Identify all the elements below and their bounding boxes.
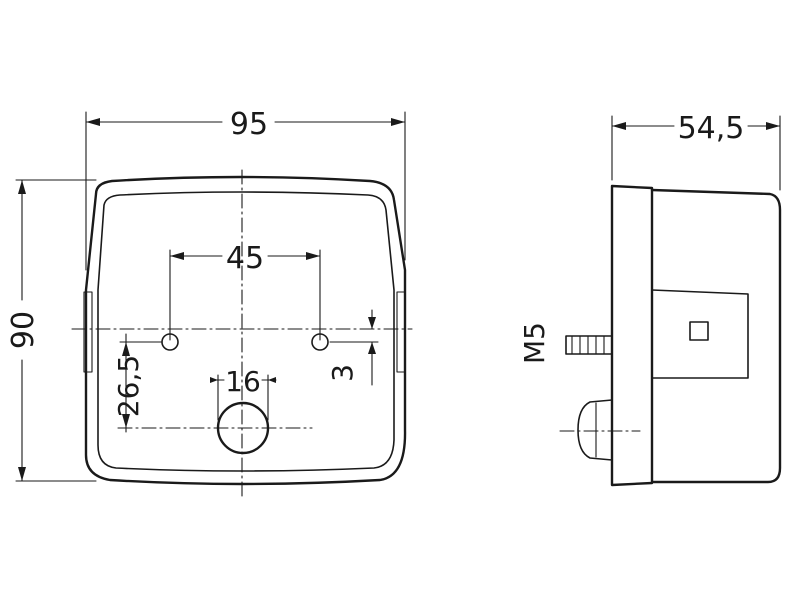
- side-mounting-boss: [651, 289, 749, 379]
- dim-95-arrow-left: [86, 118, 100, 126]
- dim-3-arrow-top: [368, 317, 376, 329]
- side-boss-window: [689, 321, 709, 341]
- dim-16-label: 16: [225, 365, 261, 398]
- dim-54-5-label: 54,5: [678, 111, 745, 146]
- side-cable-grommet: [577, 399, 613, 461]
- dim-3-arrow-bottom: [368, 342, 376, 354]
- dim-90-arrow-top: [18, 180, 26, 194]
- dim-54-5-arrow-right: [766, 122, 780, 130]
- side-body: [650, 188, 782, 484]
- left-side-tab: [83, 291, 93, 373]
- right-side-tab: [396, 291, 406, 373]
- dim-90-arrow-bottom: [18, 467, 26, 481]
- dim-16-arrow-right: [268, 377, 276, 383]
- front-view: 95 90 45 26,5 16: [6, 107, 413, 499]
- m5-stud: [565, 335, 613, 355]
- cable-hole: [216, 401, 270, 455]
- dim-95-arrow-right: [391, 118, 405, 126]
- dim-54-5-arrow-left: [612, 122, 626, 130]
- dim-45-label: 45: [226, 241, 264, 276]
- front-inner-outline: [97, 191, 395, 472]
- dim-26-5-label: 26,5: [112, 355, 145, 417]
- dim-45-arrow-left: [170, 252, 184, 260]
- dim-95-label: 95: [230, 107, 268, 142]
- side-view: M5 54,5: [518, 111, 782, 487]
- dim-45-arrow-right: [306, 252, 320, 260]
- dim-26-5-arrow-top: [122, 342, 130, 356]
- dim-26-5-arrow-bottom: [122, 414, 130, 428]
- m5-label: M5: [518, 322, 551, 364]
- dim-3-label: 3: [326, 364, 359, 382]
- dim-16-arrow-left: [210, 377, 218, 383]
- front-outer-outline: [84, 175, 407, 486]
- side-flange: [610, 184, 654, 487]
- dim-90-label: 90: [6, 311, 41, 349]
